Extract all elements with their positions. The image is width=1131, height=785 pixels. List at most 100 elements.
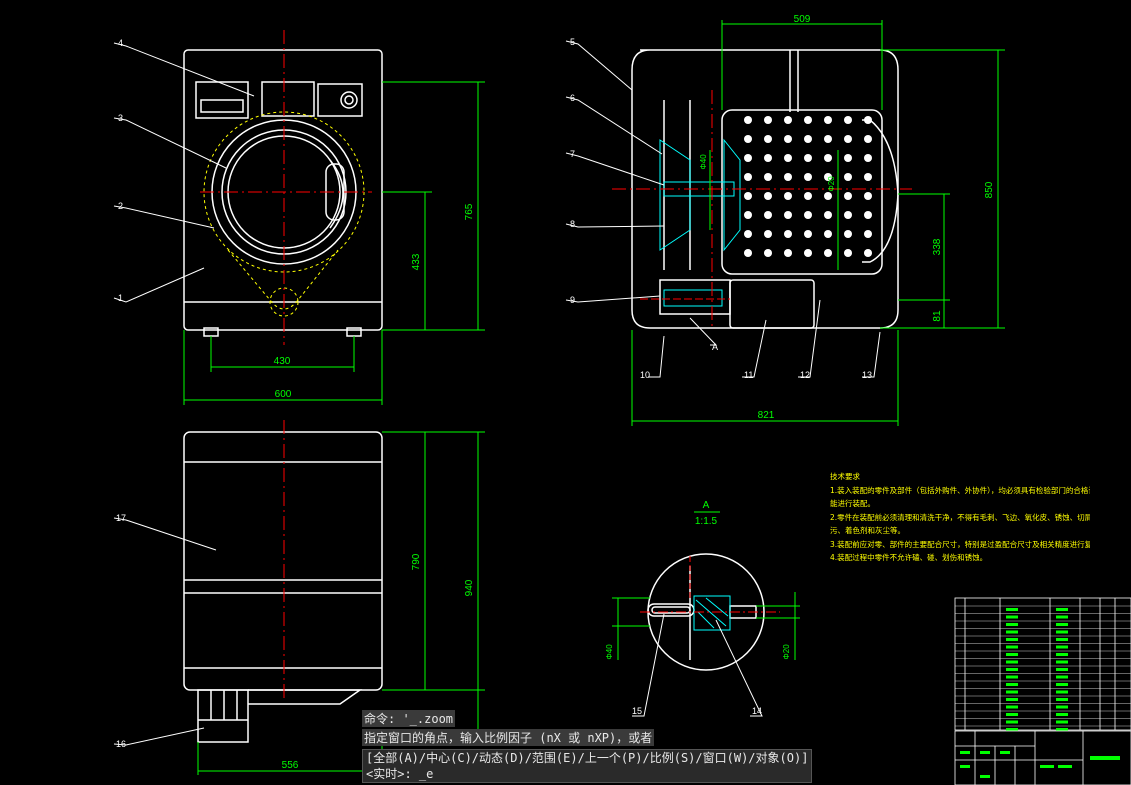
dim-430: 430 <box>274 356 291 367</box>
bom-cell-text <box>1006 720 1018 724</box>
drum-holes <box>744 116 872 257</box>
drum-hole <box>764 173 772 181</box>
section-mark: A <box>712 342 718 352</box>
drum-hole <box>744 135 752 143</box>
dim-940: 940 <box>464 579 475 596</box>
drum-hole <box>764 211 772 219</box>
notes-line: 1.装入装配的零件及部件（包括外购件、外协件），均必须具有检验部门的合格证方 <box>830 485 1090 495</box>
drum-hole <box>864 135 872 143</box>
dim-765: 765 <box>464 203 475 220</box>
callout-15: 15 <box>632 706 642 716</box>
drum-hole <box>844 173 852 181</box>
bom-cell-text <box>1056 713 1068 716</box>
drum-hole <box>744 230 752 238</box>
drum-hole <box>864 173 872 181</box>
dim-81: 81 <box>932 310 943 322</box>
callout-17: 17 <box>116 513 126 523</box>
side-leaders <box>565 40 881 378</box>
drum-hole <box>824 154 832 162</box>
callout-3: 3 <box>118 113 123 123</box>
side-hatch <box>659 138 741 307</box>
drum-hole <box>784 249 792 257</box>
bom-cell-text <box>1056 705 1068 709</box>
drum-hole <box>804 211 812 219</box>
drum-hole <box>824 249 832 257</box>
drum-hole <box>844 249 852 257</box>
callout-14: 14 <box>752 706 762 716</box>
drum-hole <box>824 230 832 238</box>
drum-hole <box>784 230 792 238</box>
drum-hole <box>744 116 752 124</box>
drum-hole <box>764 135 772 143</box>
bom-cell-text <box>1006 705 1018 709</box>
drum-hole <box>864 249 872 257</box>
callout-16: 16 <box>116 739 126 749</box>
side-dimensions <box>631 20 1005 426</box>
dim-790: 790 <box>411 553 422 570</box>
front-dimensions <box>183 81 485 405</box>
drum-hole <box>804 230 812 238</box>
drum-hole <box>784 135 792 143</box>
dim-821: 821 <box>758 410 775 421</box>
detail-leaders <box>632 613 763 717</box>
bom-cell-text <box>1006 623 1018 626</box>
drum-hole <box>844 116 852 124</box>
side-view <box>631 49 899 329</box>
drum-hole <box>784 192 792 200</box>
bom-cell-text <box>1056 630 1068 634</box>
drum-hole <box>844 211 852 219</box>
bom-cell-text <box>1056 653 1068 656</box>
drum-hole <box>744 211 752 219</box>
command-history-1: 命令: '_.zoom <box>362 710 456 727</box>
bom-cell-text <box>1006 698 1018 701</box>
callout-10: 10 <box>640 370 650 380</box>
drum-hole <box>824 173 832 181</box>
dim-433: 433 <box>411 253 422 270</box>
dim-phi20-side: Φ20 <box>827 176 836 192</box>
drum-hole <box>804 154 812 162</box>
drum-hole <box>864 230 872 238</box>
drum-hole <box>784 154 792 162</box>
drum-hole <box>864 154 872 162</box>
drum-hole <box>764 230 772 238</box>
callout-8: 8 <box>570 219 575 229</box>
drum-hole <box>764 192 772 200</box>
bom-cell-text <box>1056 683 1068 686</box>
title-block <box>954 730 1131 785</box>
notes-line: 污、着色剂和灰尘等。 <box>830 526 905 535</box>
bom-cell-text <box>1006 638 1018 641</box>
dim-509: 509 <box>794 14 811 25</box>
drum-hole <box>804 173 812 181</box>
callout-13: 13 <box>862 370 872 380</box>
bom-cell-text <box>1006 608 1018 611</box>
drum-hole <box>804 249 812 257</box>
notes-line: 4.装配过程中零件不允许磕、碰、划伤和锈蚀。 <box>830 553 988 562</box>
notes-title: 技术要求 <box>830 472 860 481</box>
drum-hole <box>784 211 792 219</box>
dim-556: 556 <box>282 760 299 771</box>
bom-cell-text <box>1056 645 1068 649</box>
bom-cell-text <box>1006 690 1018 694</box>
dim-phi40-side: Φ40 <box>699 154 708 170</box>
drum-hole <box>744 173 752 181</box>
drum-hole <box>764 116 772 124</box>
command-input[interactable]: [全部(A)/中心(C)/动态(D)/范围(E)/上一个(P)/比例(S)/窗口… <box>362 749 813 783</box>
callout-4: 4 <box>118 38 123 48</box>
drum-hole <box>784 173 792 181</box>
bottom-leaders <box>113 517 217 746</box>
drum-hole <box>744 192 752 200</box>
callout-1: 1 <box>118 293 123 303</box>
command-prompt[interactable]: <实时>: _e <box>366 767 434 781</box>
detail-hatch <box>693 595 731 631</box>
callout-7: 7 <box>570 149 575 159</box>
bom-cell-text <box>1056 720 1068 724</box>
bom-cell-text <box>1006 713 1018 716</box>
bom-cell-text <box>1056 698 1068 701</box>
drum-hole <box>824 192 832 200</box>
callout-11: 11 <box>744 370 753 380</box>
front-leaders <box>113 42 255 303</box>
command-options[interactable]: [全部(A)/中心(C)/动态(D)/范围(E)/上一个(P)/比例(S)/窗口… <box>366 751 809 765</box>
callout-2: 2 <box>118 201 123 211</box>
drum-hole <box>844 154 852 162</box>
